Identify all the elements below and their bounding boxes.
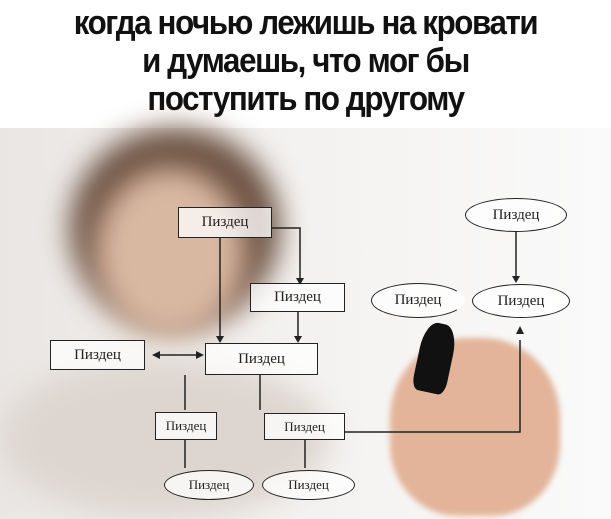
caption-line: и думаешь, что мог бы <box>142 42 470 80</box>
caption-line: поступить по другому <box>147 80 465 118</box>
diagram-oval-node: Пиздец <box>371 283 465 318</box>
diagram-node: Пиздец <box>50 340 145 370</box>
diagram-oval-node: Пиздец <box>472 284 570 318</box>
diagram-oval-node: Пиздец <box>262 470 355 500</box>
diagram-node: Пиздец <box>155 412 217 440</box>
diagram-node: Пиздец <box>264 413 345 440</box>
diagram-node: Пиздец <box>205 343 318 375</box>
caption-line: когда ночью лежишь на кровати <box>73 4 539 42</box>
diagram-node: Пиздец <box>250 283 345 312</box>
meme-caption: когда ночью лежишь на кровати и думаешь,… <box>24 0 586 128</box>
diagram-node: Пиздец <box>178 207 272 238</box>
diagram-oval-node: Пиздец <box>164 470 254 500</box>
diagram-oval-node: Пиздец <box>465 198 567 232</box>
